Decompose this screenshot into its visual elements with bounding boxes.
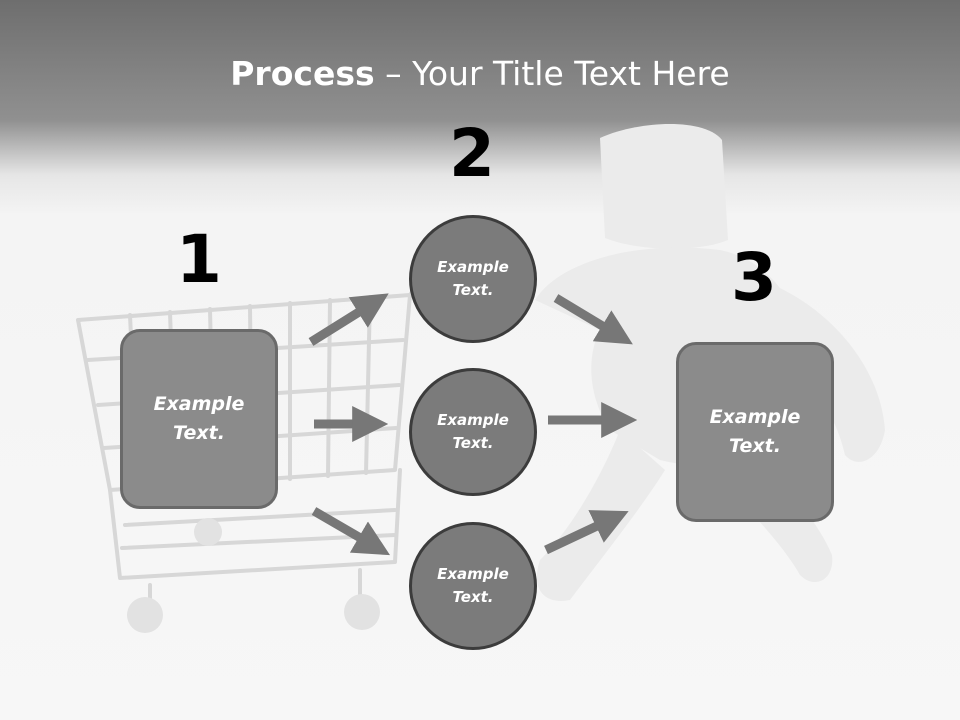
arrow-icon-right-bottom <box>544 510 629 555</box>
circle-middle-line2: Text. <box>452 434 494 452</box>
title-rest: – Your Title Text Here <box>374 54 730 93</box>
slide-title: Process – Your Title Text Here <box>0 52 960 96</box>
right-box-line1: Example <box>709 406 801 428</box>
arrow-icon-right-top <box>553 294 633 345</box>
left-box-line1: Example <box>153 393 245 415</box>
cart-wheels <box>127 518 380 633</box>
circle-bottom-line1: Example <box>437 565 509 583</box>
left-box-line2: Text. <box>173 422 225 444</box>
right-box-line2: Text. <box>729 435 781 457</box>
step-number-3: 3 <box>731 239 777 316</box>
title-bold: Process <box>230 54 375 93</box>
circle-top-line1: Example <box>437 258 509 276</box>
circle-middle-line1: Example <box>437 411 509 429</box>
arrow-icon-left-bottom <box>311 507 391 556</box>
step-number-2: 2 <box>449 115 495 192</box>
circle-bottom-line2: Text. <box>452 588 494 606</box>
step-number-1: 1 <box>176 221 222 298</box>
circle-top-line2: Text. <box>452 281 494 299</box>
arrow-icon-left-top <box>308 293 389 346</box>
